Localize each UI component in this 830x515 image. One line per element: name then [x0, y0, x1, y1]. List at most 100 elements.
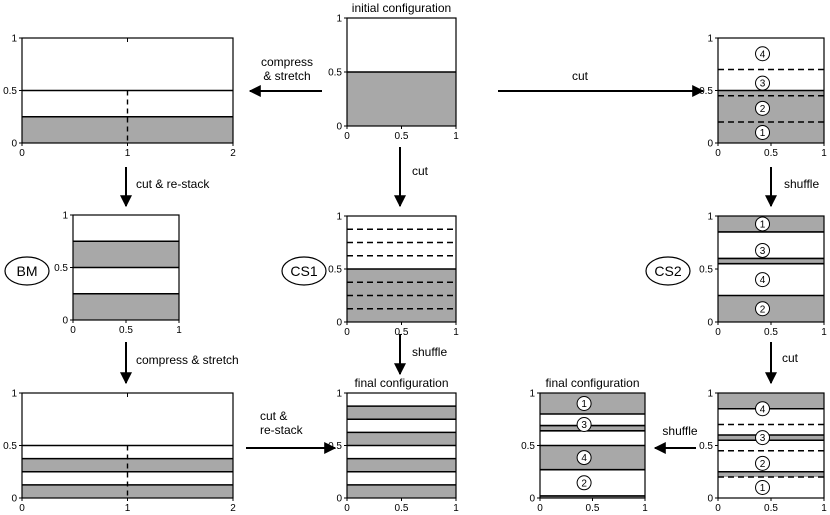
panel-initial: 0 0.5 1 0 0.5 1 initial configuration: [328, 1, 459, 142]
panel-title: initial configuration: [352, 1, 451, 15]
badge-label: CS2: [654, 263, 681, 279]
y-tick-label: 0: [336, 122, 342, 133]
shaded-band: [540, 393, 645, 414]
x-tick-label: 1: [453, 131, 459, 142]
x-tick-label: 0: [715, 148, 721, 159]
shaded-band: [347, 458, 456, 472]
x-tick-label: 0: [344, 131, 350, 142]
strip-number: 3: [760, 79, 766, 90]
x-tick-label: 2: [230, 503, 236, 514]
shaded-band: [540, 445, 645, 470]
y-tick-label: 0: [707, 139, 713, 150]
strip-number-circle: [755, 401, 771, 417]
arrow-cut-top-right: cut: [498, 69, 705, 97]
y-tick-label: 1: [336, 14, 342, 25]
y-tick-label: 0.5: [521, 441, 535, 452]
x-tick-label: 0.5: [764, 503, 778, 514]
x-tick-label: 1: [821, 327, 827, 338]
y-tick-label: 1: [707, 389, 713, 400]
strip-number: 3: [760, 246, 766, 257]
x-tick-label: 0: [344, 503, 350, 514]
y-tick-label: 0: [62, 316, 68, 327]
x-tick-label: 1: [453, 503, 459, 514]
x-tick-label: 1: [125, 503, 131, 514]
badge-outline: [645, 256, 691, 286]
y-tick-label: 0.5: [54, 263, 68, 274]
arrow-label: cut: [782, 351, 799, 365]
x-tick-label: 0.5: [586, 503, 600, 514]
y-tick-label: 1: [529, 389, 535, 400]
x-tick-label: 0: [19, 503, 25, 514]
shaded-band: [540, 425, 645, 431]
badge-outline: [4, 256, 50, 286]
shaded-band: [718, 90, 824, 143]
strip-number-circle: [576, 396, 592, 411]
arrow-cut-center: cut: [394, 147, 429, 208]
arrow-label: cut &: [260, 409, 287, 423]
y-tick-label: 0.5: [328, 68, 342, 79]
x-tick-label: 1: [125, 148, 131, 159]
strip-number: 2: [760, 104, 766, 115]
shaded-band: [73, 241, 179, 268]
strip-number: 2: [760, 304, 766, 315]
strip-number-circle: [755, 46, 771, 62]
arrow-label: cut: [572, 69, 589, 83]
x-tick-label: 0: [715, 327, 721, 338]
y-tick-label: 0: [11, 494, 17, 505]
shaded-band: [347, 406, 456, 420]
y-tick-label: 0: [529, 494, 535, 505]
strip-number: 1: [760, 128, 766, 139]
strip-number: 1: [760, 219, 766, 230]
shaded-band: [718, 435, 824, 441]
strip-number-circle: [755, 272, 771, 288]
x-tick-label: 0.5: [395, 503, 409, 514]
x-tick-label: 0: [344, 327, 350, 338]
arrow-label: shuffle: [662, 424, 697, 438]
arrow-label: compress & stretch: [136, 353, 239, 367]
y-tick-label: 0.5: [328, 265, 342, 276]
y-tick-label: 0.5: [3, 86, 17, 97]
strip-number-circle: [755, 216, 771, 232]
arrow-compress-stretch-left: compress & stretch: [120, 342, 239, 385]
y-tick-label: 0.5: [328, 441, 342, 452]
y-tick-label: 0: [336, 494, 342, 505]
strip-number: 1: [760, 483, 766, 494]
strip-number: 3: [760, 433, 766, 444]
y-tick-label: 0.5: [3, 441, 17, 452]
strip-number-circle: [755, 430, 771, 446]
x-tick-label: 0: [537, 503, 543, 514]
strip-number-circle: [755, 301, 771, 317]
arrow-label: cut: [412, 164, 429, 178]
shaded-band: [73, 293, 179, 320]
arrow-label: re-stack: [260, 423, 304, 437]
y-tick-label: 0: [11, 139, 17, 150]
x-tick-label: 1: [821, 148, 827, 159]
y-tick-label: 1: [707, 212, 713, 223]
x-tick-label: 0: [715, 503, 721, 514]
x-tick-label: 0.5: [119, 325, 133, 336]
strip-number-circle: [755, 480, 771, 495]
x-tick-label: 0.5: [395, 131, 409, 142]
shaded-band: [718, 471, 824, 477]
panel-title: final configuration: [354, 376, 448, 390]
strip-number: 1: [581, 399, 587, 410]
y-tick-label: 1: [336, 212, 342, 223]
arrow-cut-restack-bottom: cut &re-stack: [246, 409, 337, 454]
strip-number-circle: [576, 450, 592, 466]
badge-label: CS1: [290, 263, 317, 279]
arrow-label: & stretch: [263, 69, 310, 83]
strip-number-circle: [755, 455, 771, 471]
arrow-label: shuffle: [412, 345, 447, 359]
shaded-band: [540, 495, 645, 498]
y-tick-label: 0.5: [699, 265, 713, 276]
strip-number-circle: [576, 475, 592, 491]
strip-number: 4: [760, 404, 766, 415]
arrow-label: shuffle: [784, 177, 819, 191]
